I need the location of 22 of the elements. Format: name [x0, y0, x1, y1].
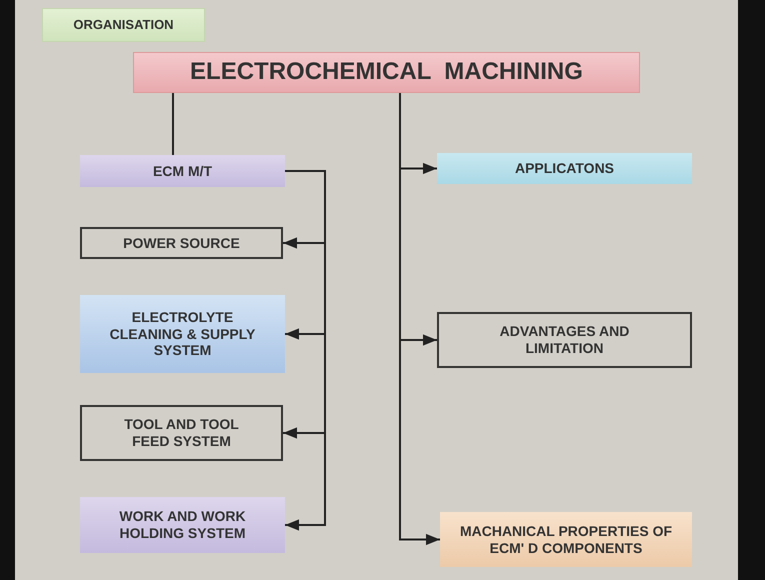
connector-line: [172, 93, 174, 155]
topic-box: [80, 405, 283, 461]
box-label: ECM M/T: [152, 162, 212, 180]
box-label: ADVANTAGES AND LIMITATION: [499, 323, 630, 357]
box-label: ELECTROLYTE CLEANING & SUPPLY SYSTEM: [108, 308, 256, 360]
section-tag: [42, 8, 205, 42]
topic-box: [440, 512, 692, 567]
topic-box: [80, 155, 285, 187]
topic-box: [437, 153, 692, 184]
box-label: ELECTROCHEMICAL MACHINING: [190, 58, 583, 87]
box-label: MACHANICAL PROPERTIES OF ECM' D COMPONENTS: [458, 522, 674, 556]
topic-box: [80, 295, 285, 373]
arrow: [285, 170, 326, 531]
box-label: APPLICATONS: [514, 160, 614, 177]
box-label: WORK AND WORK HOLDING SYSTEM: [118, 508, 247, 542]
box-label: ORGANISATION: [73, 17, 174, 33]
topic-box: [80, 227, 283, 259]
topic-box: [80, 497, 285, 553]
title-box: [133, 52, 640, 93]
box-label: POWER SOURCE: [123, 234, 240, 252]
topic-box: [437, 312, 692, 368]
box-label: TOOL AND TOOL FEED SYSTEM: [123, 416, 240, 450]
